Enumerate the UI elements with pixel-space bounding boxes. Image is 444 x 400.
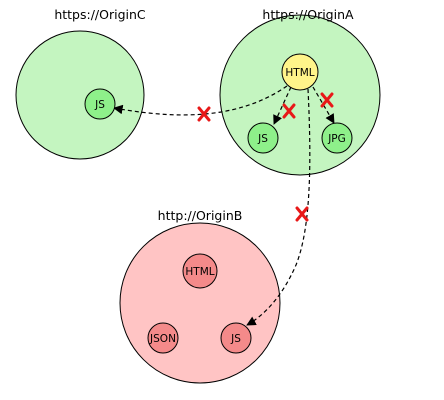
origin-a-label: https://OriginA bbox=[262, 7, 354, 22]
node-origin-b-json: JSON bbox=[147, 322, 179, 354]
origin-a-circle bbox=[219, 14, 381, 176]
red-x-icon bbox=[295, 206, 309, 222]
red-x-icon bbox=[197, 106, 211, 122]
node-origin-a-js: JS bbox=[247, 122, 279, 154]
connection-html-to-origin-b-js bbox=[246, 88, 311, 326]
origin-b-circle bbox=[119, 222, 281, 384]
red-x-icon bbox=[320, 92, 334, 108]
node-origin-b-js: JS bbox=[220, 322, 252, 354]
node-label: JSON bbox=[149, 333, 176, 345]
red-x-icon bbox=[282, 103, 296, 119]
node-origin-b-html: HTML bbox=[182, 253, 218, 289]
node-label: JS bbox=[257, 133, 268, 145]
connection-html-to-origin-c-js bbox=[113, 85, 288, 116]
origin-b-label: http://OriginB bbox=[158, 208, 243, 223]
node-label: JPG bbox=[327, 133, 346, 145]
origin-c-circle bbox=[15, 30, 145, 160]
node-label: HTML bbox=[185, 266, 214, 278]
node-label: HTML bbox=[285, 67, 314, 79]
node-origin-c-js: JS bbox=[84, 88, 116, 120]
origin-c-label: https://OriginC bbox=[54, 7, 146, 22]
node-origin-a-html: HTML bbox=[281, 53, 319, 91]
node-origin-a-jpg: JPG bbox=[321, 122, 353, 154]
node-label: JS bbox=[230, 333, 241, 345]
node-label: JS bbox=[94, 99, 105, 111]
